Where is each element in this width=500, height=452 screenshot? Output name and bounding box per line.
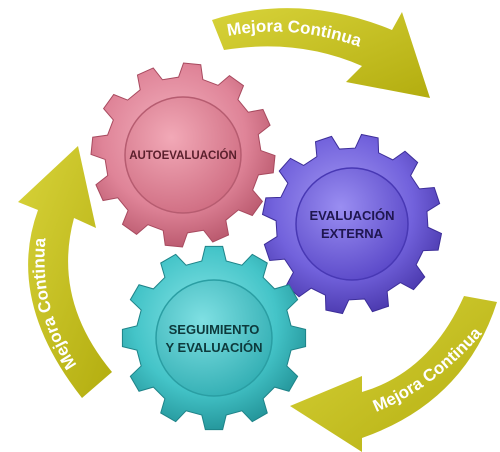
- gear-evaluacion-externa-label-1: EVALUACIÓN: [310, 208, 395, 223]
- arrow-top: Mejora Continua: [212, 8, 430, 98]
- arrow-left-shape: [18, 146, 112, 398]
- gear-seguimiento-label-1: SEGUIMIENTO: [169, 322, 260, 337]
- gear-seguimiento-label-2: Y EVALUACIÓN: [165, 340, 262, 355]
- gear-evaluacion-externa-hub: [295, 167, 409, 281]
- gear-autoevaluacion-hub: [124, 96, 242, 214]
- gear-autoevaluacion-label-1: AUTOEVALUACIÓN: [129, 149, 237, 162]
- gear-seguimiento: SEGUIMIENTO Y EVALUACIÓN: [121, 245, 307, 431]
- arrow-right: Mejora Continua: [290, 296, 497, 452]
- gear-autoevaluacion: AUTOEVALUACIÓN: [90, 62, 276, 248]
- arrow-right-shape: [290, 296, 497, 452]
- gear-evaluacion-externa: EVALUACIÓN EXTERNA: [261, 133, 443, 315]
- gear-evaluacion-externa-label-2: EXTERNA: [321, 226, 384, 241]
- gear-seguimiento-hub: [155, 279, 273, 397]
- arrow-top-shape: [212, 8, 430, 98]
